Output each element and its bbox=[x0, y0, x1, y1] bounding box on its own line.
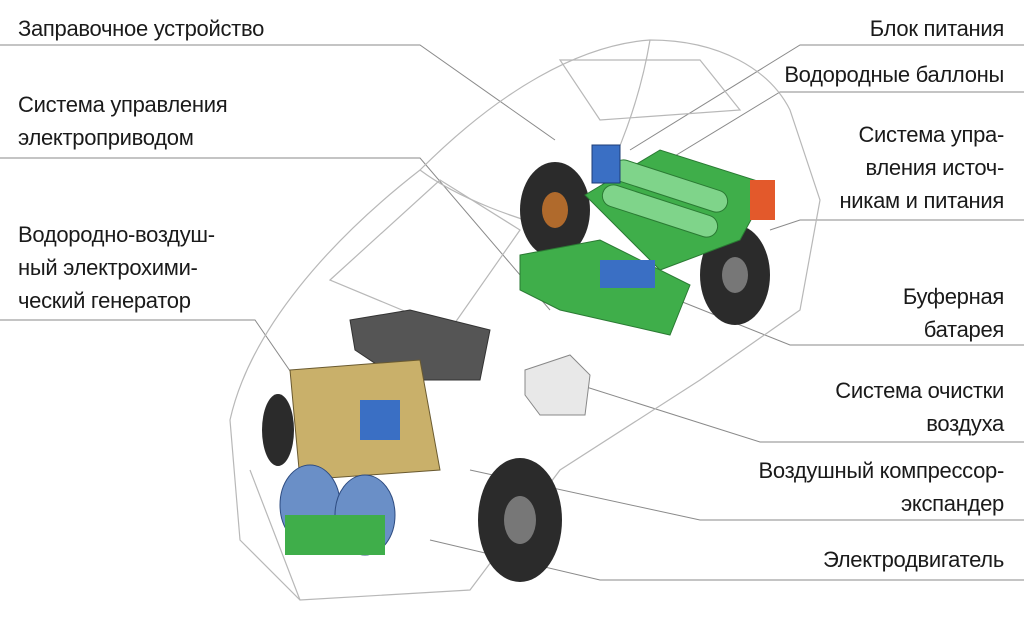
label-line: ный электрохими- bbox=[18, 255, 198, 280]
label-line: Система очистки bbox=[835, 378, 1004, 403]
label-line: электроприводом bbox=[18, 125, 194, 150]
power-unit bbox=[591, 144, 621, 184]
rear-right-hub bbox=[722, 257, 748, 293]
label-fuel-cell-generator: Водородно-воздуш- ный электрохими- чески… bbox=[18, 218, 215, 317]
label-power-unit: Блок питания bbox=[869, 12, 1005, 45]
label-line: Блок питания bbox=[869, 16, 1005, 41]
electric-motor bbox=[285, 515, 385, 555]
label-line: воздуха bbox=[926, 411, 1004, 436]
label-line: Электродвигатель bbox=[822, 547, 1004, 572]
label-line: батарея bbox=[923, 317, 1005, 342]
label-line: Буферная bbox=[902, 284, 1004, 309]
label-line: Система упра- bbox=[858, 122, 1004, 147]
label-line: Заправочное устройство bbox=[18, 16, 265, 41]
label-drive-control-system: Система управления электроприводом bbox=[18, 88, 228, 154]
label-line: Водородные баллоны bbox=[784, 62, 1004, 87]
label-air-cleaning-system: Система очистки воздуха bbox=[835, 374, 1004, 440]
label-line: Система управления bbox=[18, 92, 228, 117]
front-left-wheel bbox=[262, 394, 294, 466]
battery-blue-module bbox=[600, 260, 655, 288]
label-line: Воздушный компрессор- bbox=[758, 458, 1005, 483]
label-line: экспандер bbox=[900, 491, 1004, 516]
label-air-compressor-expander: Воздушный компрессор- экспандер bbox=[758, 454, 1005, 520]
label-line: ческий генератор bbox=[18, 288, 191, 313]
air-cleaning-system bbox=[524, 354, 591, 416]
label-buffer-battery: Буферная батарея bbox=[903, 280, 1004, 346]
label-line: Водородно-воздуш- bbox=[18, 222, 215, 247]
front-right-hub bbox=[504, 496, 536, 544]
rear-left-hub bbox=[542, 192, 568, 228]
generator-core bbox=[360, 400, 400, 440]
label-line: вления источ- bbox=[865, 155, 1005, 180]
label-source-control-system: Система упра- вления источ- никам и пита… bbox=[839, 118, 1004, 217]
source-control-unit bbox=[750, 180, 775, 220]
label-refueling-device: Заправочное устройство bbox=[18, 12, 264, 45]
label-hydrogen-tanks: Водородные баллоны bbox=[784, 58, 1004, 91]
label-line: никам и питания bbox=[839, 188, 1004, 213]
label-electric-motor: Электродвигатель bbox=[823, 543, 1004, 576]
